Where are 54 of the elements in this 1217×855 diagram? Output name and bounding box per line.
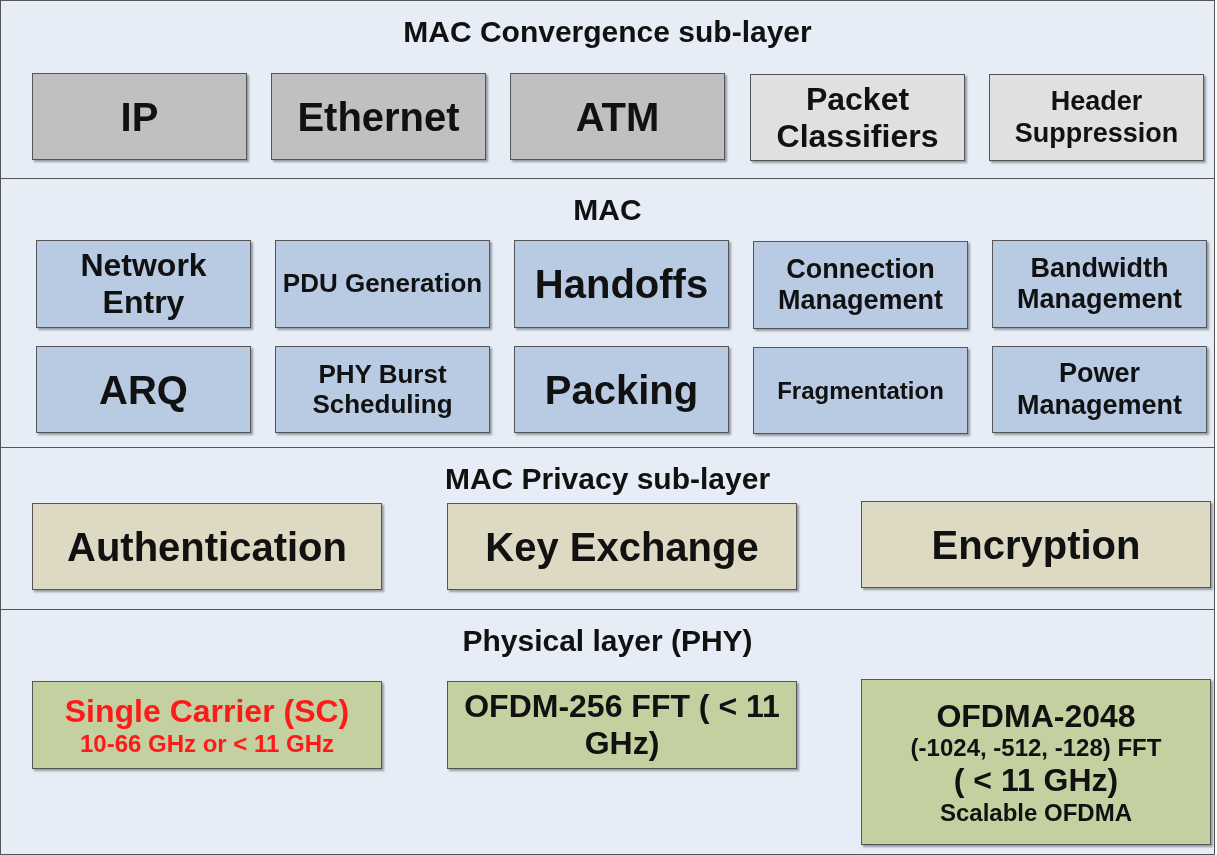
function-box bbox=[992, 346, 1207, 433]
box-label: Packet Classifiers bbox=[775, 80, 940, 155]
function-box bbox=[510, 73, 725, 160]
box-label: Authentication bbox=[67, 523, 347, 570]
box-label: Connection Management bbox=[776, 253, 944, 317]
box-label: PDU Generation bbox=[282, 269, 483, 299]
function-box bbox=[861, 501, 1211, 588]
box-label: OFDM-256 FFT ( < 11 GHz) bbox=[463, 688, 781, 762]
box-label: OFDMA-2048 bbox=[936, 697, 1136, 735]
box-label: PHY Burst Scheduling bbox=[311, 359, 454, 420]
function-box bbox=[989, 74, 1204, 161]
function-box bbox=[861, 679, 1211, 845]
box-label: Single Carrier (SC) bbox=[64, 692, 350, 730]
function-box bbox=[271, 73, 486, 160]
layer-band bbox=[0, 447, 1215, 610]
function-box bbox=[447, 503, 797, 590]
box-label: Header Suppression bbox=[1013, 86, 1180, 149]
function-box bbox=[514, 240, 729, 328]
function-box bbox=[447, 681, 797, 769]
box-label: Encryption bbox=[931, 521, 1141, 568]
function-box bbox=[992, 240, 1207, 328]
layer-title: MAC bbox=[572, 193, 643, 227]
box-label: ARQ bbox=[99, 366, 188, 413]
box-label: Power Management bbox=[1015, 358, 1183, 421]
box-label: Bandwidth Management bbox=[1015, 252, 1183, 316]
function-box bbox=[36, 346, 251, 433]
box-label: Handoffs bbox=[534, 261, 709, 307]
box-label: Fragmentation bbox=[777, 376, 944, 405]
function-box bbox=[32, 503, 382, 590]
function-box bbox=[753, 241, 968, 329]
function-box bbox=[32, 681, 382, 769]
box-label: Key Exchange bbox=[485, 523, 759, 570]
box-label: (-1024, -512, -128) FFT bbox=[910, 734, 1162, 762]
box-label: Network Entry bbox=[79, 247, 208, 321]
function-box bbox=[36, 240, 251, 328]
function-box bbox=[275, 240, 490, 328]
layer-title: Physical layer (PHY) bbox=[461, 624, 754, 658]
function-box bbox=[275, 346, 490, 433]
function-box bbox=[750, 74, 965, 161]
box-label: IP bbox=[120, 93, 159, 140]
layer-title: MAC Privacy sub-layer bbox=[443, 462, 772, 496]
function-box bbox=[32, 73, 247, 160]
layer-band bbox=[0, 0, 1215, 179]
layer-band bbox=[0, 609, 1215, 855]
box-label: Ethernet bbox=[297, 93, 460, 140]
layer-band bbox=[0, 178, 1215, 448]
box-label: ( < 11 GHz) bbox=[953, 762, 1119, 799]
box-label: Scalable OFDMA bbox=[939, 798, 1132, 827]
function-box bbox=[514, 346, 729, 433]
box-label: 10-66 GHz or < 11 GHz bbox=[79, 729, 335, 758]
box-label: Packing bbox=[544, 366, 699, 413]
function-box bbox=[753, 347, 968, 434]
box-label: ATM bbox=[575, 93, 660, 140]
layer-title: MAC Convergence sub-layer bbox=[402, 15, 813, 49]
